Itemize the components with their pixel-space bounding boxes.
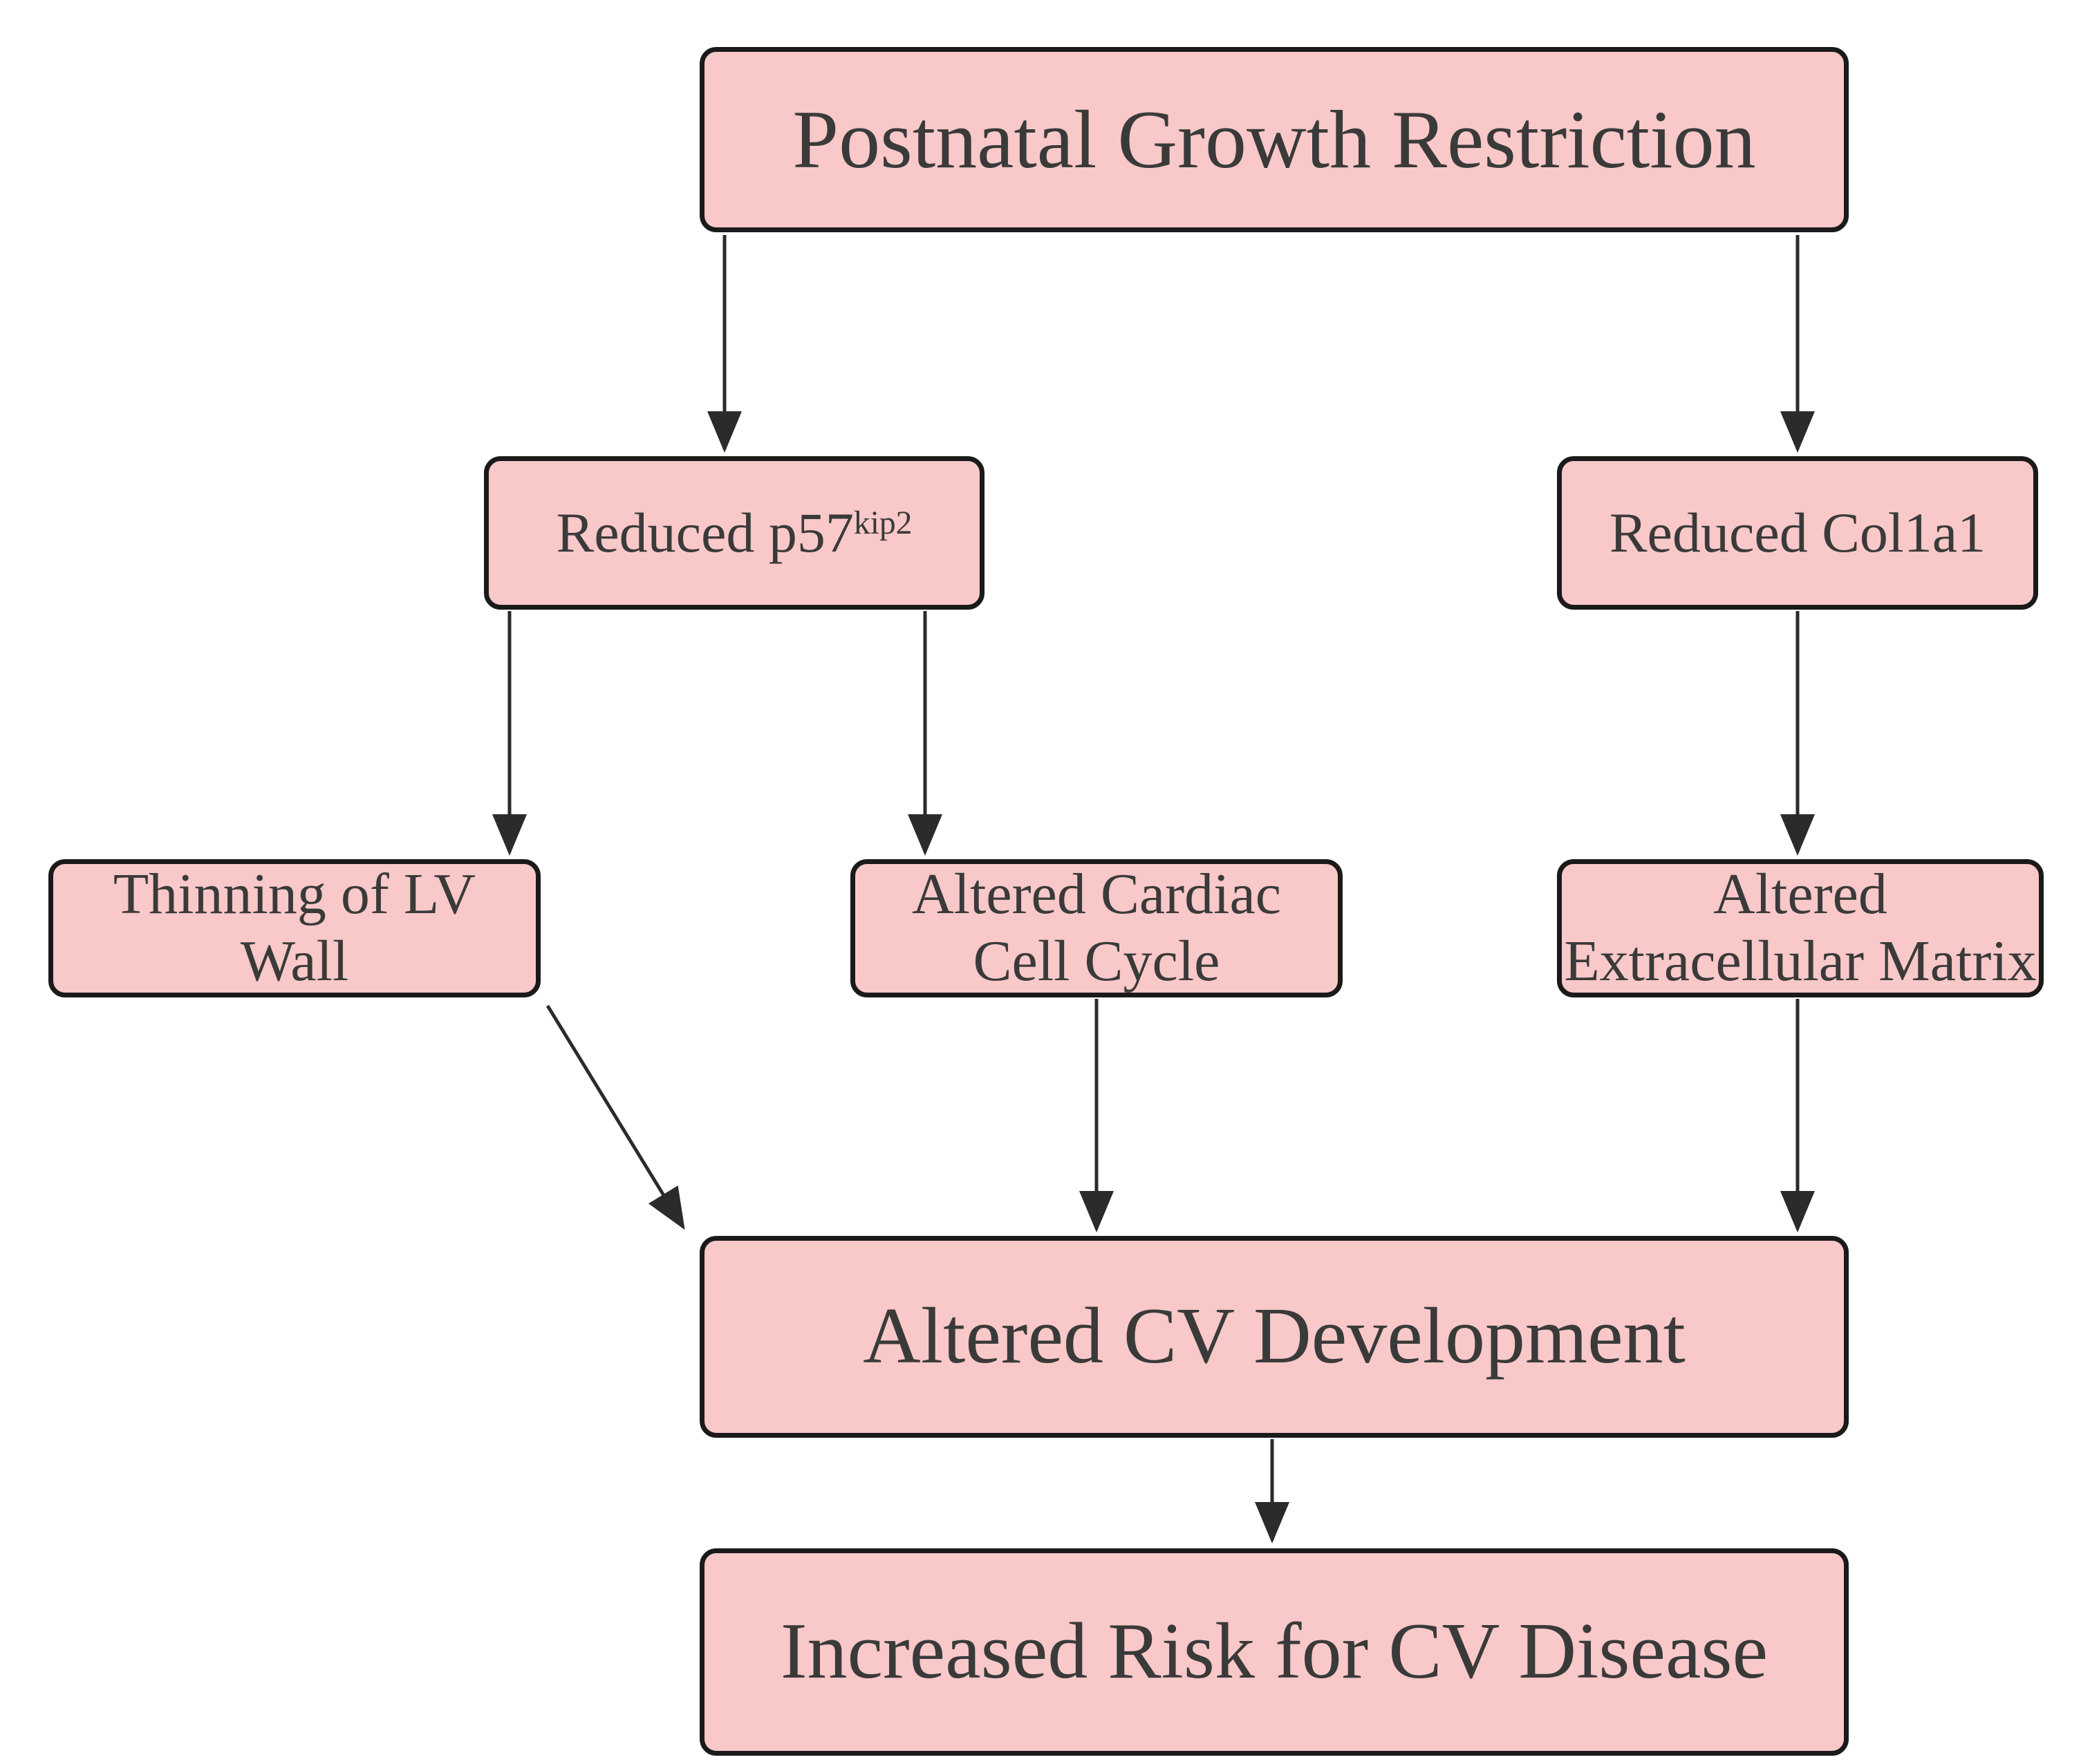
node-label-line1: Altered Cardiac bbox=[911, 862, 1282, 927]
node-label-line2: Cell Cycle bbox=[973, 929, 1220, 993]
node-altered-cv-development: Altered CV Development bbox=[700, 1236, 1849, 1438]
node-label-line2: Wall bbox=[240, 929, 349, 993]
superscript-label: kip2 bbox=[853, 505, 913, 541]
node-label: Postnatal Growth Restriction bbox=[792, 93, 1756, 185]
node-label-line2: Extracellular Matrix bbox=[1564, 929, 2037, 993]
node-altered-extracellular-matrix: Altered Extracellular Matrix bbox=[1557, 859, 2044, 997]
node-altered-cardiac-cell-cycle: Altered Cardiac Cell Cycle bbox=[850, 859, 1343, 997]
node-label: Altered CV Development bbox=[863, 1292, 1686, 1381]
node-reduced-p57kip2: Reduced p57kip2 bbox=[484, 456, 985, 610]
node-label-line1: Thinning of LV bbox=[113, 862, 476, 927]
node-postnatal-growth-restriction: Postnatal Growth Restriction bbox=[700, 47, 1849, 232]
node-thinning-of-lv-wall: Thinning of LV Wall bbox=[48, 859, 541, 997]
node-label: Reduced p57kip2 bbox=[556, 500, 913, 564]
node-label-line1: Altered bbox=[1713, 862, 1887, 927]
edge-thinning-to-cvdev bbox=[545, 1004, 685, 1230]
node-label: Increased Risk for CV Disease bbox=[780, 1607, 1769, 1696]
node-increased-risk-for-cv-disease: Increased Risk for CV Disease bbox=[700, 1548, 1849, 1756]
node-reduced-col1a1: Reduced Col1a1 bbox=[1557, 456, 2038, 610]
node-label: Reduced Col1a1 bbox=[1609, 500, 1986, 564]
